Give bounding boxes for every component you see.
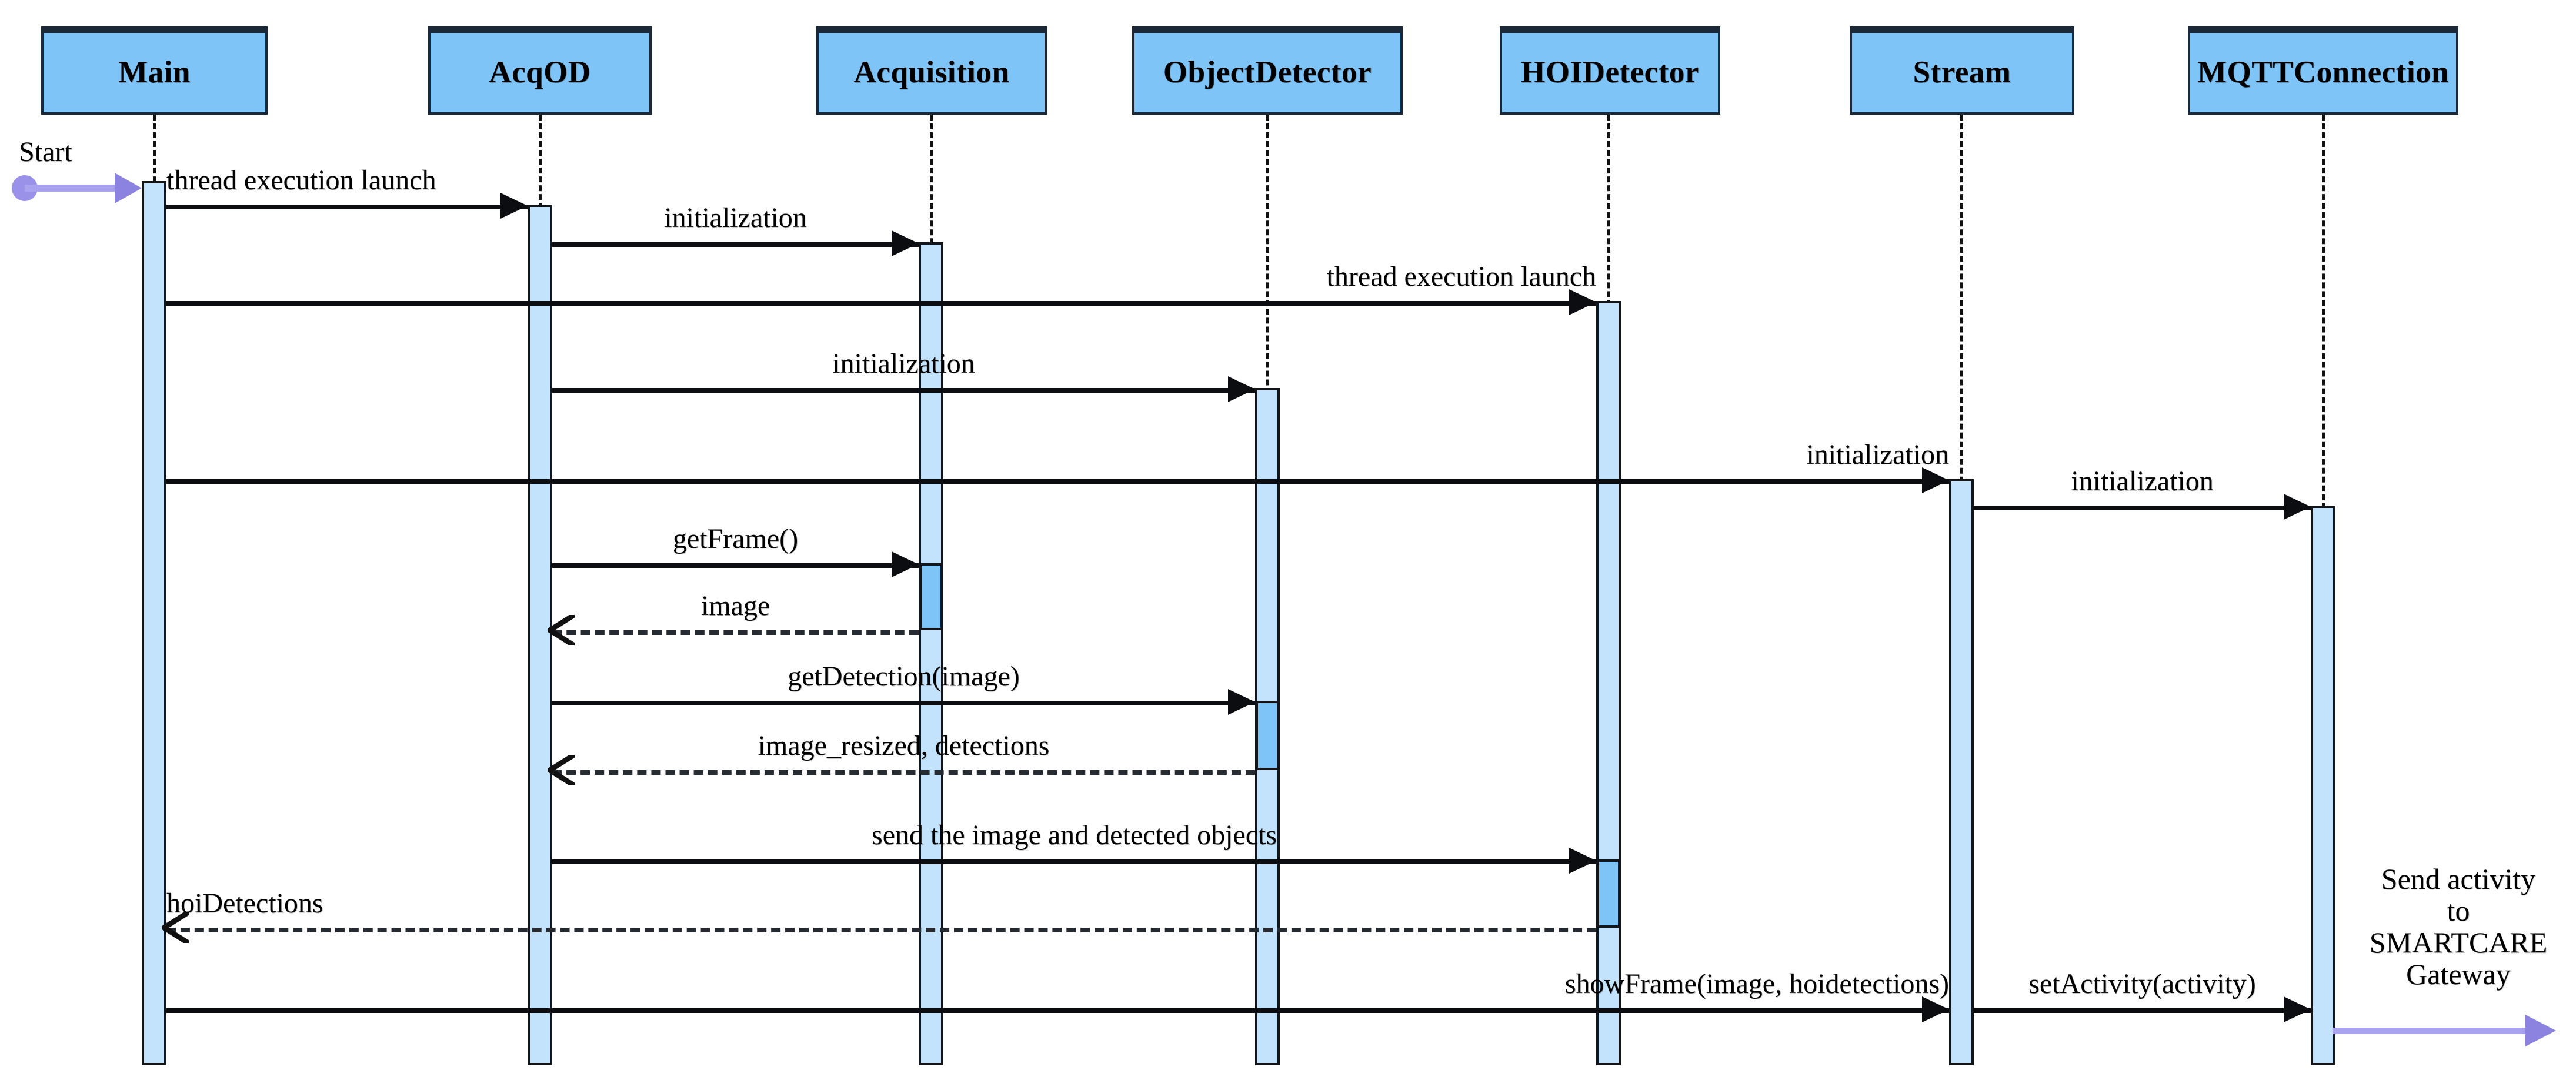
activation-bar-act-hoidet-sendimg [1597, 859, 1620, 928]
message-line [552, 701, 1255, 705]
arrowhead-left-open-icon [159, 909, 191, 946]
lifeline-header-hoidet[interactable]: HOIDetector [1500, 26, 1720, 115]
message-line [1974, 506, 2311, 510]
arrowhead-right-icon [1922, 467, 1949, 493]
arrowhead-right-icon [892, 551, 919, 577]
arrowhead-right-icon [1228, 689, 1255, 715]
outgoing-arrowhead-icon [2525, 1015, 2556, 1046]
arrowhead-right-icon [1228, 376, 1255, 402]
arrowhead-right-icon [2284, 494, 2311, 520]
lifeline-header-mqtt[interactable]: MQTTConnection [2188, 26, 2458, 115]
arrowhead-left-open-icon [545, 752, 576, 788]
message-line [166, 928, 1596, 932]
message-line [166, 205, 528, 209]
lifeline-header-label: Main [118, 55, 191, 89]
arrowhead-left-open-icon [545, 612, 576, 648]
lifeline-header-label: HOIDetector [1521, 55, 1699, 89]
message-line [552, 563, 919, 568]
message-line [552, 388, 1255, 393]
message-label: getFrame() [672, 523, 799, 554]
activation-bar-act-hoidet [1596, 301, 1621, 1065]
arrowhead-right-icon [1569, 289, 1596, 315]
activation-bar-act-main [142, 181, 166, 1065]
message-line [552, 630, 919, 635]
message-label: hoiDetections [166, 888, 323, 919]
lifeline-header-label: ObjectDetector [1163, 55, 1372, 89]
lifeline-header-acq[interactable]: Acquisition [816, 26, 1047, 115]
lifeline-header-label: AcqOD [489, 55, 591, 89]
message-line [552, 859, 1596, 864]
message-label: thread execution launch [1326, 261, 1596, 292]
message-label: image_resized, detections [758, 730, 1050, 761]
message-label: initialization [1806, 439, 1949, 470]
activation-bar-act-stream [1949, 479, 1974, 1065]
start-arrow-stem [25, 185, 128, 192]
arrowhead-right-icon [1569, 848, 1596, 874]
message-label: initialization [2071, 466, 2214, 497]
arrowhead-right-icon [500, 193, 528, 219]
message-label: thread execution launch [166, 165, 436, 196]
lifeline-header-main[interactable]: Main [41, 26, 268, 115]
lifeline-header-label: Stream [1913, 55, 2011, 89]
lifeline-header-label: Acquisition [853, 55, 1010, 89]
activation-bar-act-acq-getframe [919, 563, 943, 630]
message-label: showFrame(image, hoidetections) [1564, 968, 1949, 999]
message-line [1974, 1008, 2311, 1013]
message-label: getDetection(image) [788, 661, 1020, 692]
message-label: image [700, 590, 770, 621]
activation-bar-act-acqod [528, 205, 552, 1065]
lifeline-header-acqod[interactable]: AcqOD [428, 26, 652, 115]
message-line [166, 1008, 1949, 1013]
message-line [166, 479, 1949, 484]
activation-bar-act-objdet-getdet [1256, 701, 1279, 770]
arrowhead-right-icon [1922, 996, 1949, 1022]
start-label: Start [19, 136, 72, 168]
activation-bar-act-mqtt [2311, 506, 2335, 1065]
message-label: initialization [664, 202, 807, 233]
message-label: setActivity(activity) [2028, 968, 2256, 999]
message-line [552, 242, 919, 247]
arrowhead-right-icon [2284, 996, 2311, 1022]
note-note-gateway: Send activity to SMARTCARE Gateway [2369, 862, 2548, 991]
lifeline-header-label: MQTTConnection [2197, 55, 2450, 89]
lifeline-header-stream[interactable]: Stream [1850, 26, 2074, 115]
start-arrowhead-icon [115, 173, 142, 203]
outgoing-arrow-stem [2333, 1028, 2525, 1034]
message-line [552, 770, 1255, 775]
lifeline-header-objdet[interactable]: ObjectDetector [1132, 26, 1403, 115]
message-label: send the image and detected objects [871, 820, 1277, 851]
arrowhead-right-icon [892, 230, 919, 256]
message-line [166, 301, 1596, 306]
message-label: initialization [832, 348, 975, 379]
